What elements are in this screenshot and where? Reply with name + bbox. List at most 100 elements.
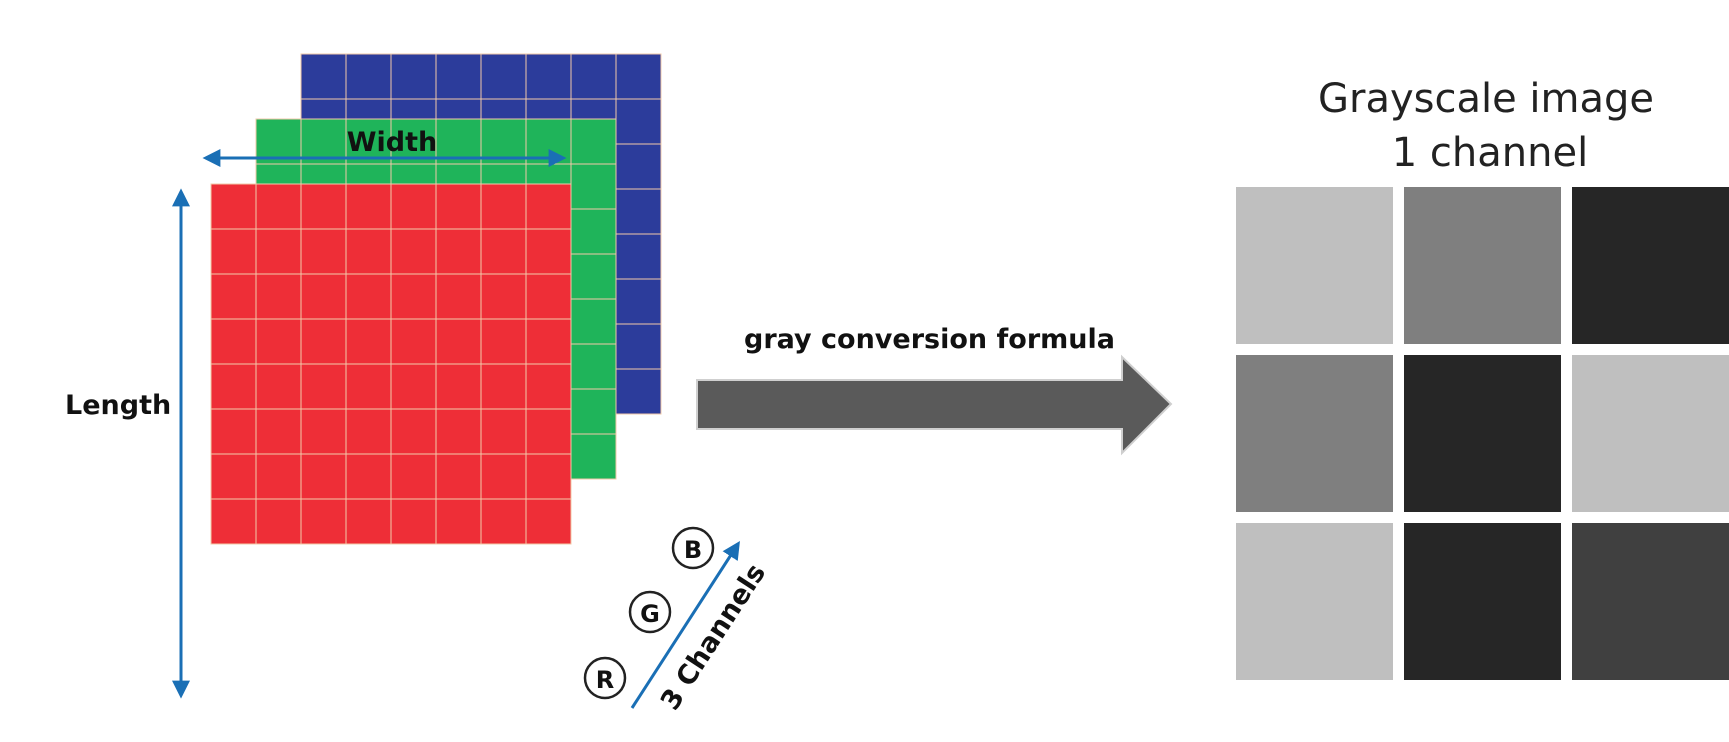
red-channel-cell [390, 498, 437, 545]
red-channel-cell [345, 228, 392, 275]
grayscale-cell [1404, 523, 1561, 680]
red-channel-cell [480, 363, 527, 410]
red-channel-cell [210, 408, 257, 455]
red-channel-cell [345, 498, 392, 545]
blue-channel-cell [525, 53, 572, 100]
red-channel-cell [480, 273, 527, 320]
red-channel-cell [300, 408, 347, 455]
blue-channel-cell [435, 53, 482, 100]
red-channel-cell [210, 453, 257, 500]
red-channel-cell [525, 453, 572, 500]
red-channel-cell [255, 408, 302, 455]
red-channel-cell [300, 498, 347, 545]
channel-badge-g-letter: G [640, 600, 660, 628]
red-channel-cell [210, 318, 257, 365]
red-channel-cell [345, 183, 392, 230]
green-channel-cell [570, 253, 617, 300]
red-channel-cell [255, 318, 302, 365]
red-channel-cell [390, 183, 437, 230]
grayscale-grid [1236, 187, 1729, 680]
green-channel-cell [570, 163, 617, 210]
grayscale-cell [1236, 523, 1393, 680]
red-channel-cell [390, 453, 437, 500]
red-channel-cell [300, 183, 347, 230]
red-channel-cell [390, 273, 437, 320]
green-channel-cell [570, 433, 617, 480]
red-channel-cell [435, 183, 482, 230]
width-label: Width [347, 127, 438, 158]
blue-channel-cell [615, 323, 662, 370]
length-label: Length [65, 390, 171, 421]
red-channel-cell [435, 408, 482, 455]
red-channel-cell [390, 318, 437, 365]
blue-channel-cell [615, 278, 662, 325]
red-channel-cell [300, 453, 347, 500]
blue-channel-cell [390, 53, 437, 100]
grayscale-cell [1572, 187, 1729, 344]
red-channel-cell [255, 273, 302, 320]
red-channel-cell [255, 228, 302, 275]
red-channel-cell [345, 318, 392, 365]
red-channel-cell [480, 183, 527, 230]
red-channel-cell [210, 273, 257, 320]
blue-channel-cell [615, 188, 662, 235]
red-channel-cell [525, 408, 572, 455]
red-channel-cell [480, 408, 527, 455]
red-channel-cell [525, 318, 572, 365]
red-channel-cell [435, 363, 482, 410]
red-channel-cell [435, 273, 482, 320]
green-channel-cell [570, 208, 617, 255]
conversion-arrow [696, 354, 1173, 456]
blue-channel-cell [615, 53, 662, 100]
red-channel-cell [525, 228, 572, 275]
red-channel-cell [345, 363, 392, 410]
red-channel-cell [435, 453, 482, 500]
grayscale-title-line2: 1 channel [1392, 130, 1588, 176]
red-channel-cell [435, 228, 482, 275]
grayscale-cell [1404, 187, 1561, 344]
red-channel-layer [210, 183, 572, 545]
red-channel-cell [435, 498, 482, 545]
red-channel-cell [345, 273, 392, 320]
red-channel-cell [345, 453, 392, 500]
green-channel-cell [570, 388, 617, 435]
red-channel-cell [480, 453, 527, 500]
red-channel-cell [390, 408, 437, 455]
red-channel-cell [300, 228, 347, 275]
blue-channel-cell [615, 368, 662, 415]
green-channel-cell [570, 343, 617, 390]
grayscale-cell [1236, 187, 1393, 344]
red-channel-cell [255, 498, 302, 545]
grayscale-cell [1572, 355, 1729, 512]
red-channel-cell [345, 408, 392, 455]
red-channel-cell [300, 273, 347, 320]
red-channel-cell [255, 453, 302, 500]
red-channel-cell [210, 498, 257, 545]
blue-channel-cell [345, 53, 392, 100]
red-channel-cell [255, 183, 302, 230]
channel-badge-r-letter: R [596, 666, 614, 694]
red-channel-cell [300, 363, 347, 410]
red-channel-cell [525, 363, 572, 410]
blue-channel-cell [480, 53, 527, 100]
grayscale-cell [1572, 523, 1729, 680]
blue-channel-cell [615, 98, 662, 145]
blue-channel-cell [615, 143, 662, 190]
blue-channel-cell [300, 53, 347, 100]
red-channel-cell [255, 363, 302, 410]
channel-badge-g: G [628, 590, 672, 634]
red-channel-cell [390, 228, 437, 275]
red-channel-cell [480, 498, 527, 545]
blue-channel-cell [615, 233, 662, 280]
grayscale-cell [1236, 355, 1393, 512]
channel-badge-b-letter: B [684, 536, 702, 564]
channel-badge-b: B [671, 526, 715, 570]
red-channel-cell [210, 183, 257, 230]
red-channel-cell [480, 228, 527, 275]
red-channel-cell [525, 183, 572, 230]
red-channel-cell [210, 363, 257, 410]
conversion-label: gray conversion formula [744, 324, 1115, 355]
red-channel-cell [480, 318, 527, 365]
red-channel-cell [525, 498, 572, 545]
